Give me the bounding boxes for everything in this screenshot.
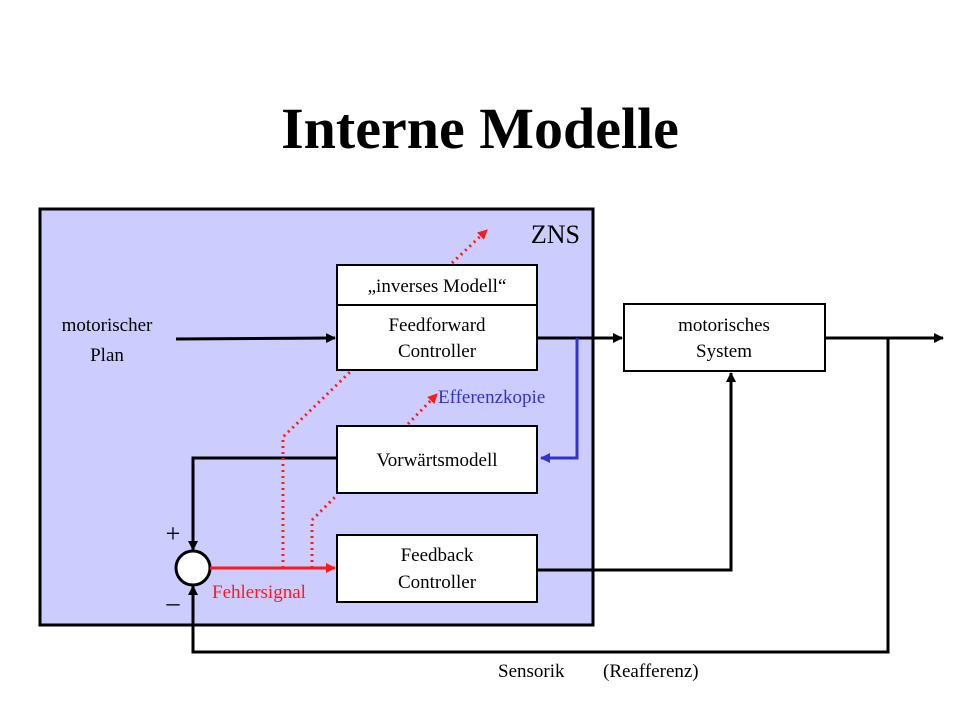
feedforward-label-line1: Feedforward xyxy=(388,315,486,336)
feedforward-label-line2: Controller xyxy=(398,341,477,362)
error-signal-label: Fehlersignal xyxy=(212,582,306,603)
sensory-feedback-arrow xyxy=(188,338,890,654)
inverse-model-label: „inverses Modell“ xyxy=(368,276,507,297)
motor-system-label-line1: motorisches xyxy=(678,315,770,336)
reafference-label: (Reafferenz) xyxy=(603,661,699,682)
inverse-model-dotted-arrow xyxy=(450,228,489,265)
motor-plan-label-line1: motorischer xyxy=(62,315,153,336)
motor-plan-label-line2: Plan xyxy=(90,345,124,366)
forward-model-to-comparator-arrow xyxy=(188,456,337,551)
feedback-controller-block xyxy=(336,534,538,603)
inverse-model-block xyxy=(336,264,538,306)
page-title: Interne Modelle xyxy=(281,96,679,161)
motor-system-block xyxy=(623,303,826,372)
feedback-label-line1: Feedback xyxy=(401,545,474,566)
forward-model-dotted-arrow xyxy=(406,392,439,426)
efference-copy-label: Efferenzkopie xyxy=(438,387,545,408)
feedforward-controller-block xyxy=(336,304,538,371)
plus-sign: + xyxy=(166,519,181,548)
error-to-forward-model-dotted xyxy=(310,493,339,568)
feedback-label-line2: Controller xyxy=(398,572,477,593)
minus-sign: – xyxy=(166,588,181,617)
plan-to-feedforward-arrow xyxy=(175,333,336,344)
error-to-feedforward-dotted xyxy=(281,370,352,568)
sensory-label: Sensorik xyxy=(498,661,565,682)
forward-model-block xyxy=(336,425,538,494)
zns-label: ZNS xyxy=(531,220,580,249)
efference-copy-arrow xyxy=(540,338,579,463)
forward-model-label: Vorwärtsmodell xyxy=(376,450,497,471)
feedback-to-motor-arrow xyxy=(537,372,736,572)
motor-system-label-line2: System xyxy=(696,341,752,362)
comparator-circle xyxy=(174,549,212,587)
